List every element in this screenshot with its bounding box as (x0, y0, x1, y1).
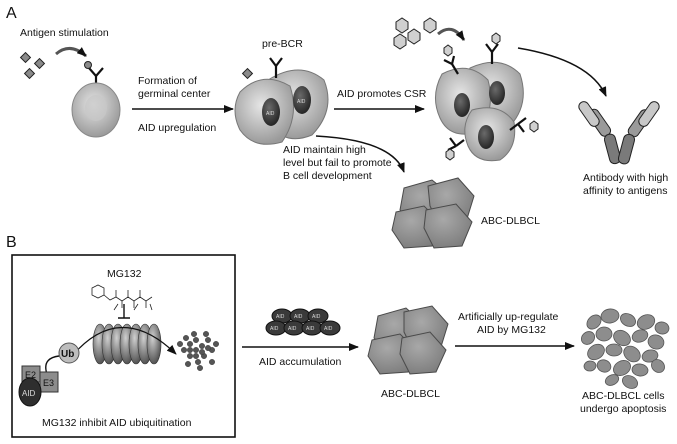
antigen-cluster-icon (19, 51, 46, 80)
apoptotic-cell (596, 359, 612, 373)
mg132-inhibit-caption: MG132 inhibit AID ubiquitination (42, 417, 192, 429)
arrow-to-antibody (517, 47, 607, 97)
csr-antibody-icons (443, 43, 527, 151)
apoptotic-cell (636, 314, 656, 330)
apoptotic-cell (586, 314, 602, 330)
apoptotic-cell (654, 321, 670, 335)
apoptotic-cell (613, 329, 631, 347)
nucleus-label-a2: AID (297, 99, 306, 105)
csr-antigen-icons (443, 32, 539, 161)
nucleus-label-a1: AID (266, 111, 275, 117)
abc-dlbcl-cluster-a (391, 177, 475, 249)
aid-oval-label: AID (306, 326, 315, 332)
apoptotic-cell (620, 313, 636, 327)
e2-label: E2 (25, 370, 36, 380)
arrow-to-abc-dlbcl (315, 135, 405, 173)
maintain-line1: AID maintain high (283, 144, 366, 156)
apoptosis-line1: ABC-DLBCL cells (582, 390, 664, 402)
csr-cells (435, 61, 524, 162)
proteasome-arrow-icon (71, 326, 177, 357)
upregulate-line2: AID by MG132 (477, 324, 546, 336)
aid-upregulation-label: AID upregulation (138, 122, 216, 134)
aid-oval-label: AID (270, 326, 279, 332)
apoptotic-cell (647, 334, 665, 350)
apoptotic-cell (605, 343, 623, 357)
abc-dlbcl-cluster-b (367, 305, 449, 375)
aid-oval-label: AID (288, 326, 297, 332)
curved-arrow-icon (55, 47, 87, 58)
apoptotic-cells-icon (580, 308, 670, 389)
apoptotic-cell (587, 343, 605, 361)
aid-oval-label: AID (276, 314, 285, 320)
e2-e3-aid-complex: E2 E3 AID (18, 365, 59, 407)
apoptotic-cell (580, 331, 596, 345)
aid-promotes-csr-label: AID promotes CSR (337, 88, 427, 100)
upregulate-line1: Artificially up-regulate (458, 311, 559, 323)
apoptotic-cell (621, 375, 639, 389)
apoptotic-cell (600, 308, 620, 324)
ubiquitin-icon (58, 342, 80, 364)
antibody-line1: Antibody with high (583, 172, 668, 184)
abc-dlbcl-label-b: ABC-DLBCL (381, 388, 440, 400)
csr-antigen-cluster-icon (393, 17, 437, 50)
aid-oval (319, 320, 341, 336)
panel-b-label: B (6, 234, 17, 251)
pre-bcr-cell-pair: AID AID (234, 69, 329, 145)
degraded-fragments-icon (177, 331, 219, 371)
antibody-line2: affinity to antigens (583, 185, 667, 197)
apoptotic-cell (583, 360, 597, 372)
proteasome-icon (92, 323, 162, 365)
antigen-stimulation-label: Antigen stimulation (20, 27, 109, 39)
panel-a-label: A (6, 5, 17, 22)
ub-label: Ub (61, 349, 74, 360)
mg132-label: MG132 (107, 268, 142, 280)
e3-label: E3 (43, 378, 54, 388)
aid-oval-label: AID (324, 326, 333, 332)
apoptotic-cell (613, 360, 631, 376)
mg132-structure-icon (91, 284, 153, 311)
abc-dlbcl-label-a: ABC-DLBCL (481, 215, 540, 227)
aid-oval-label: AID (312, 314, 321, 320)
aid-label: AID (22, 389, 36, 398)
maintain-line2: level but fail to promote (283, 157, 392, 169)
apoptotic-cell (595, 326, 613, 342)
apoptotic-cell (641, 349, 659, 363)
apoptotic-cell (623, 345, 641, 363)
apoptotic-cell (651, 359, 665, 373)
formation-line1: Formation of (138, 75, 197, 87)
antibody-icon (578, 101, 660, 165)
aid-accumulation-label: AID accumulation (259, 356, 341, 368)
formation-line2: germinal center (138, 88, 211, 100)
maintain-line3: B cell development (283, 170, 372, 182)
inhibition-line-icon (118, 304, 130, 319)
apoptotic-cell (631, 329, 649, 343)
apoptosis-line2: undergo apoptosis (580, 403, 666, 415)
apoptotic-cell (631, 363, 649, 377)
pre-bcr-label: pre-BCR (262, 38, 303, 50)
apoptotic-cell (604, 374, 620, 386)
mg132-inset-box (11, 254, 236, 438)
curved-arrow-csr-icon (437, 27, 466, 41)
pre-bcr-receptor-icon (269, 57, 283, 78)
antigen-icon-pre-bcr (241, 67, 254, 80)
aid-oval-label: AID (294, 314, 303, 320)
